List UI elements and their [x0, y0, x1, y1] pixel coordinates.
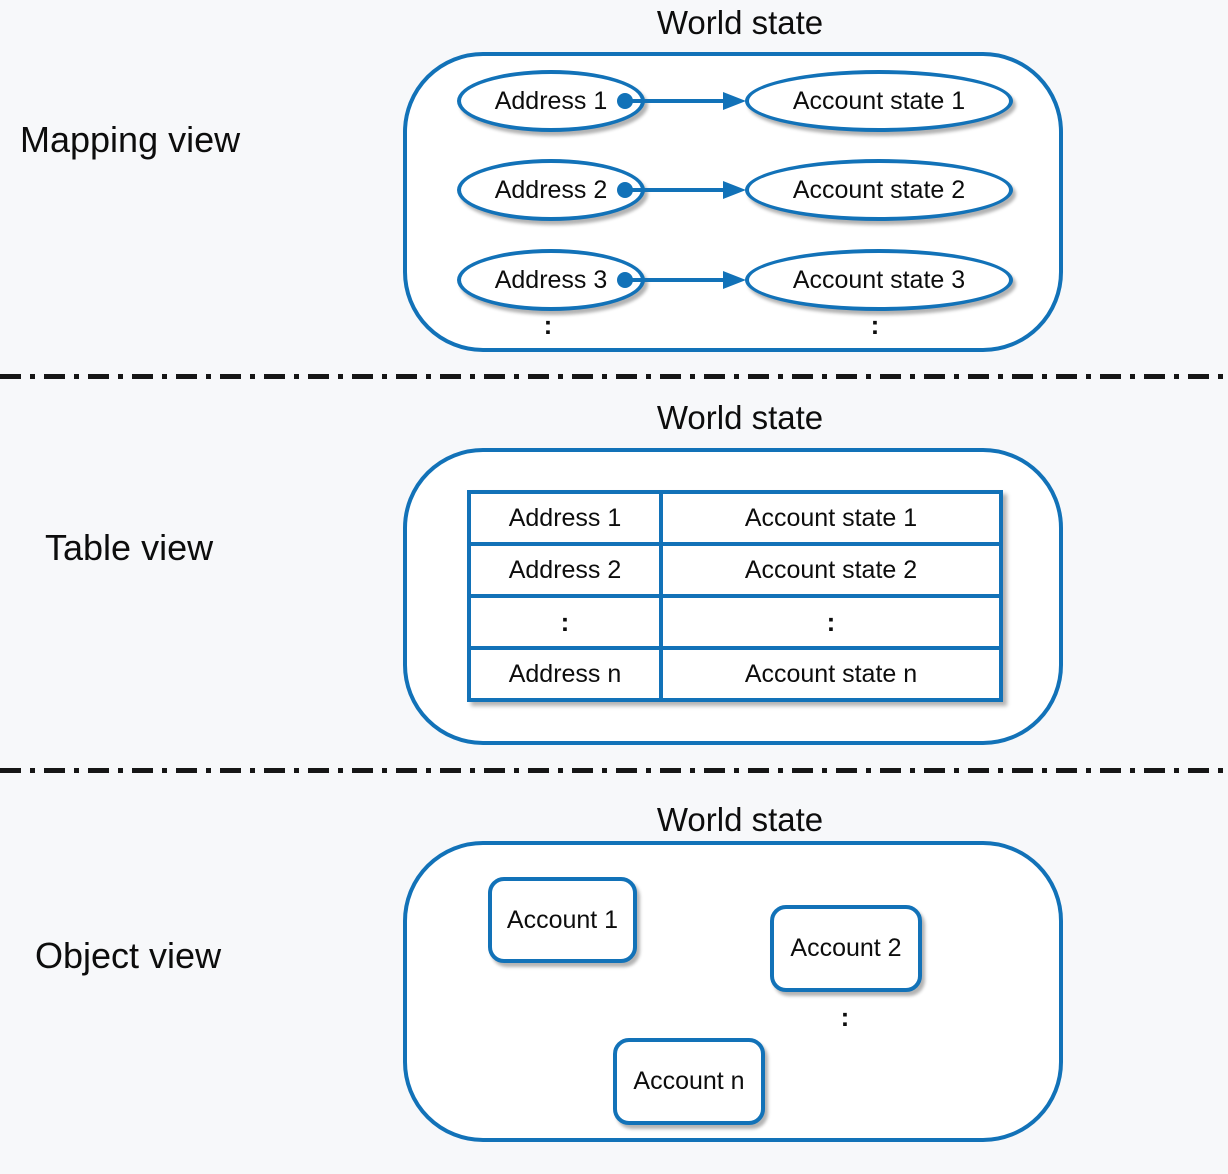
account-state-ellipse: Account state 3	[745, 249, 1013, 311]
table-cell-address: Address n	[471, 650, 659, 698]
section-divider	[0, 374, 1228, 379]
arrow-head-icon	[723, 92, 746, 110]
mapping-world-state-title: World state	[656, 4, 824, 41]
table-cell-address: Address 2	[471, 546, 659, 594]
mapping-arrow	[617, 92, 746, 110]
object-world-state-title: World state	[656, 801, 824, 838]
table-cell-account-state: Account state n	[663, 650, 999, 698]
mapping-arrow	[617, 271, 746, 289]
table-cell-account-state: Account state 2	[663, 546, 999, 594]
mapping-view-label: Mapping view	[20, 119, 241, 160]
arrow-head-icon	[723, 271, 746, 289]
address-ellipse: Address 1	[457, 70, 645, 132]
object-view-ellipsis: :	[840, 1002, 850, 1032]
table-cell-ellipsis: :	[471, 598, 659, 646]
account-box: Account 1	[488, 877, 637, 963]
object-view-label: Object view	[35, 935, 222, 976]
account-box: Account n	[613, 1038, 765, 1125]
account-state-ellipse: Account state 1	[745, 70, 1013, 132]
account-box: Account 2	[770, 905, 922, 992]
table-view-label: Table view	[45, 527, 214, 568]
table-cell-ellipsis: :	[663, 598, 999, 646]
mapping-address-ellipsis: :	[543, 310, 553, 340]
table-cell-address: Address 1	[471, 494, 659, 542]
mapping-account-ellipsis: :	[870, 310, 880, 340]
section-divider	[0, 768, 1228, 773]
address-ellipse: Address 2	[457, 159, 645, 221]
address-ellipse: Address 3	[457, 249, 645, 311]
table-world-state-title: World state	[656, 399, 824, 436]
mapping-arrow	[617, 181, 746, 199]
world-state-table: Address 1 Account state 1 Address 2 Acco…	[467, 490, 1003, 702]
account-state-ellipse: Account state 2	[745, 159, 1013, 221]
arrow-head-icon	[723, 181, 746, 199]
table-cell-account-state: Account state 1	[663, 494, 999, 542]
